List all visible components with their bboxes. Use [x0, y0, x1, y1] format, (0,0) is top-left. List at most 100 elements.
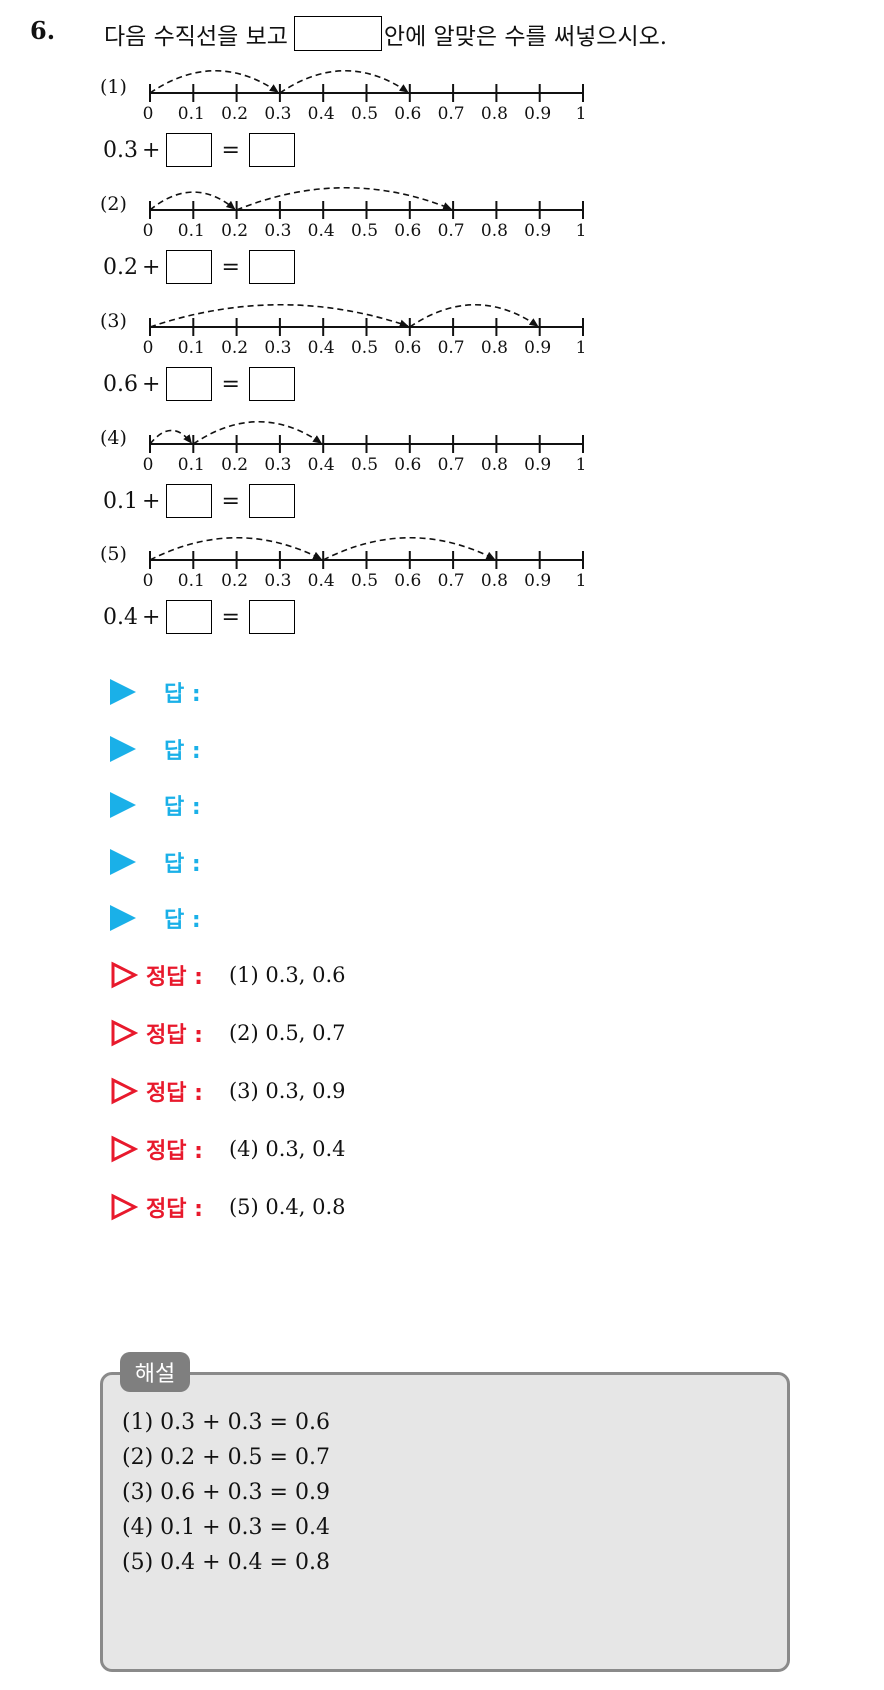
correct-label: 정답 :: [146, 1139, 203, 1164]
equation-5-left: 0.4: [103, 604, 138, 630]
answer-box[interactable]: [166, 600, 213, 634]
answer-box[interactable]: [166, 133, 213, 167]
jump-arc: [236, 186, 453, 211]
solution-line: (1) 0.3 + 0.3 = 0.6: [122, 1410, 330, 1435]
jump-arc: [192, 421, 323, 445]
tick-label: 0.2: [221, 455, 248, 475]
tick-label: 1: [576, 104, 587, 124]
equation-3-left: 0.6: [103, 371, 138, 397]
tick-label: 0.4: [308, 455, 335, 475]
answer-box[interactable]: [166, 484, 213, 518]
solution-line: (4) 0.1 + 0.3 = 0.4: [122, 1515, 330, 1540]
equals-sign: =: [221, 371, 240, 397]
jump-arc: [149, 70, 279, 94]
answer-row[interactable]: 답 :: [110, 733, 201, 765]
tick-label: 0: [143, 104, 154, 124]
tick-label: 0.2: [221, 571, 248, 591]
correct-answer-text: (5) 0.4, 0.8: [228, 1195, 346, 1219]
plus-sign: +: [142, 254, 161, 280]
answer-box[interactable]: [248, 484, 295, 518]
equation-2: 0.2 + =: [103, 250, 295, 284]
solution-line: (2) 0.2 + 0.5 = 0.7: [122, 1445, 330, 1470]
tick-label: 0.5: [351, 221, 378, 241]
tick-label: 1: [576, 571, 587, 591]
correct-answer-row: 정답 : (5) 0.4, 0.8: [110, 1191, 346, 1223]
equals-sign: =: [221, 254, 240, 280]
tick-label: 0.1: [178, 455, 205, 475]
equation-2-left: 0.2: [103, 254, 138, 280]
tick-label: 0.6: [394, 221, 421, 241]
answer-label: 답 :: [164, 739, 201, 764]
correct-answer-row: 정답 : (1) 0.3, 0.6: [110, 959, 346, 991]
tick-label: 0.9: [524, 221, 551, 241]
jump-arc: [322, 536, 496, 561]
tick-label: 0.9: [524, 571, 551, 591]
answer-row[interactable]: 답 :: [110, 789, 201, 821]
problem-2-label: (2): [100, 193, 127, 215]
tick-label: 0.8: [481, 338, 508, 358]
tick-label: 1: [576, 455, 587, 475]
tick-label: 0.2: [221, 104, 248, 124]
correct-answer-text: (1) 0.3, 0.6: [228, 963, 346, 987]
tick-label: 0.3: [264, 338, 291, 358]
tick-label: 0.9: [524, 338, 551, 358]
tick-label: 0.3: [264, 104, 291, 124]
jump-arc: [149, 191, 236, 211]
answer-row[interactable]: 답 :: [110, 902, 201, 934]
equation-1-left: 0.3: [103, 137, 138, 163]
tick-label: 0.9: [524, 455, 551, 475]
play-triangle-icon: [110, 736, 136, 762]
equals-sign: =: [221, 488, 240, 514]
jump-arc: [409, 304, 539, 328]
tick-label: 0.7: [438, 338, 465, 358]
tick-label: 0.7: [438, 571, 465, 591]
tick-label: 0.5: [351, 455, 378, 475]
equation-5: 0.4 + =: [103, 600, 295, 634]
answer-label: 답 :: [164, 852, 201, 877]
tick-label: 0.8: [481, 455, 508, 475]
tick-label: 0.8: [481, 571, 508, 591]
correct-answer-row: 정답 : (2) 0.5, 0.7: [110, 1017, 346, 1049]
tick-label: 0.1: [178, 221, 205, 241]
tick-label: 0: [143, 221, 154, 241]
answer-box[interactable]: [248, 367, 295, 401]
problem-5-label: (5): [100, 543, 127, 565]
tick-label: 1: [576, 338, 587, 358]
tick-label: 0.5: [351, 104, 378, 124]
tick-label: 0.4: [308, 104, 335, 124]
tick-label: 0.3: [264, 571, 291, 591]
equation-4: 0.1 + =: [103, 484, 295, 518]
tick-label: 0.7: [438, 104, 465, 124]
problem-4-label: (4): [100, 427, 127, 449]
tick-label: 0.1: [178, 104, 205, 124]
answer-label: 답 :: [164, 795, 201, 820]
outline-triangle-icon: [111, 1135, 138, 1163]
answer-row[interactable]: 답 :: [110, 676, 201, 708]
solution-box: [100, 1372, 790, 1672]
solution-tab: 해설: [120, 1352, 190, 1392]
plus-sign: +: [142, 604, 161, 630]
question-number: 6.: [30, 16, 56, 45]
answer-row[interactable]: 답 :: [110, 846, 201, 878]
answer-box[interactable]: [248, 133, 295, 167]
tick-label: 0.5: [351, 571, 378, 591]
answer-box[interactable]: [248, 600, 295, 634]
tick-label: 0.7: [438, 221, 465, 241]
correct-label: 정답 :: [146, 965, 203, 990]
jump-arc: [149, 429, 192, 445]
answer-label: 답 :: [164, 682, 201, 707]
jump-arc: [149, 303, 409, 328]
plus-sign: +: [142, 488, 161, 514]
correct-answer-row: 정답 : (4) 0.3, 0.4: [110, 1133, 346, 1165]
answer-box[interactable]: [248, 250, 295, 284]
equals-sign: =: [221, 604, 240, 630]
tick-label: 0.7: [438, 455, 465, 475]
problem-3-label: (3): [100, 310, 127, 332]
tick-label: 0.6: [394, 338, 421, 358]
answer-box[interactable]: [166, 367, 213, 401]
answer-box[interactable]: [166, 250, 213, 284]
